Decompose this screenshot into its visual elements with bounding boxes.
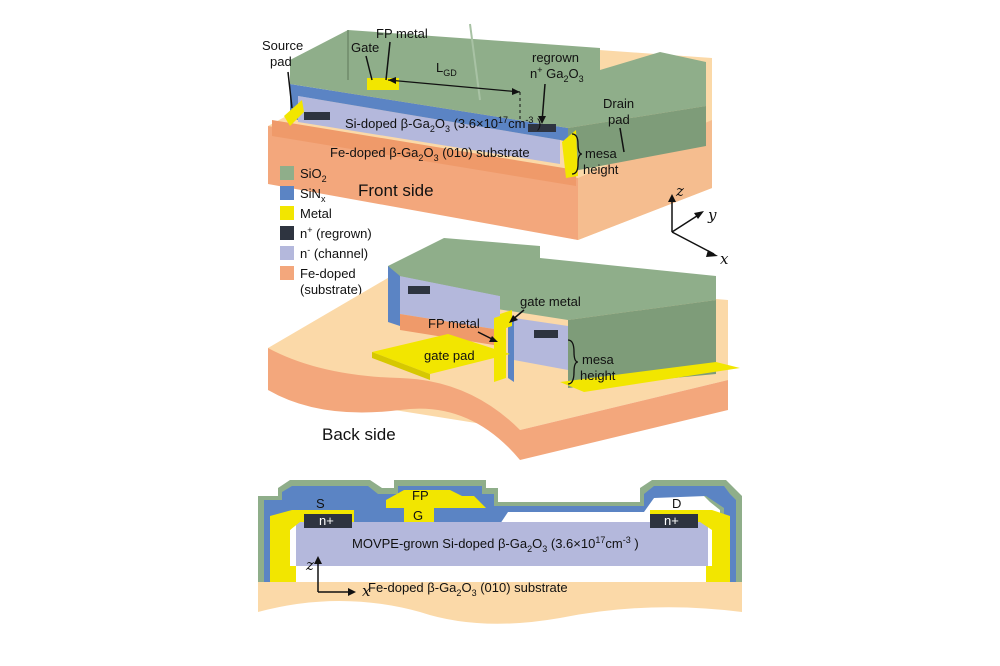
cross-substrate-label: Fe-doped β-Ga2O3 (010) substrate [368,580,568,598]
back-side-title: Back side [322,425,396,444]
back-nplus-right [534,330,558,338]
cross-fp-label: FP [412,488,429,503]
axes-3d: z y x [668,182,729,268]
back-gate-pad-edge [372,352,430,380]
front-sio2-top [290,30,706,128]
front-sinx-face [290,84,568,142]
drain-pad-label-2: pad [608,112,630,127]
cross-drain-metal [650,510,730,582]
source-pad-label-1: Source [262,38,303,53]
regrown-label-2: n+ Ga2O3 [530,65,584,84]
legend-label-nplus: n+ (regrown) [300,225,372,241]
back-mesa-label-1: mesa [582,352,615,367]
back-fp-metal [500,310,512,330]
back-gate-metal [494,314,506,382]
back-sinx-right [508,314,514,382]
legend-swatch-sinx [280,186,294,200]
cross-axis-x: x [362,582,371,600]
cross-nplus-right-label: n+ [664,513,679,528]
back-sio2-right [568,300,716,388]
legend-label-channel: n- (channel) [300,245,368,261]
cross-substrate [258,582,742,624]
legend-label-sinx: SiNx [300,186,326,204]
cross-nplus-left [304,514,352,528]
back-nplus-left [408,286,430,294]
lgd-label: LGD [436,60,457,78]
legend: SiO2 SiNx Metal n+ (regrown) n- (channel… [280,166,372,297]
back-gate-pad [372,334,510,374]
legend-swatch-channel [280,246,294,260]
legend-swatch-nplus [280,226,294,240]
legend-label-substrate-2: (substrate) [300,282,362,297]
front-substrate-face [272,120,576,186]
back-drain-metal [560,362,740,392]
source-pad-label-2: pad [270,54,292,69]
back-sio2-left-top [392,266,500,296]
cross-d-label: D [672,496,681,511]
front-channel-face [298,96,560,164]
cross-sinx [264,486,736,582]
front-sio2-right [568,106,706,172]
axis-z-label: z [675,182,684,200]
cross-g-label: G [413,508,423,523]
front-side-view: Source pad Gate FP metal LGD regrown n+ … [262,23,712,240]
cross-s-label: S [316,496,325,511]
cross-axis-z: z [305,556,314,574]
cross-channel [296,522,708,566]
front-source-pad [284,100,304,126]
drain-pad-label-1: Drain [603,96,634,111]
gate-metal-label: gate metal [520,294,581,309]
back-substrate-left [400,314,500,346]
front-fp-metal-label: FP metal [376,26,428,41]
gate-label: Gate [351,40,379,55]
front-channel-label: Si-doped β-Ga2O3 (3.6×1017cm-3 ) [345,115,541,134]
gate-pad-label: gate pad [424,348,475,363]
cross-nplus-right [650,514,698,528]
cross-source-metal [270,510,354,582]
front-nplus-right [528,124,556,132]
front-mesa-label-2: height [583,162,619,177]
legend-swatch-metal [280,206,294,220]
legend-label-metal: Metal [300,206,332,221]
back-substrate-front [268,348,728,460]
front-substrate-front [268,126,578,240]
cross-section: S n+ FP G D n+ MOVPE-grown Si-doped β-Ga… [258,480,742,624]
cross-channel-label: MOVPE-grown Si-doped β-Ga2O3 (3.6×1017cm… [352,535,639,554]
back-sinx-left [388,266,400,326]
legend-swatch-sio2 [280,166,294,180]
back-mesa-label-2: height [580,368,616,383]
front-side-title: Front side [358,181,434,200]
front-substrate-label: Fe-doped β-Ga2O3 (010) substrate [330,145,530,163]
back-fp-metal-label: FP metal [428,316,480,331]
cross-gate-metal [404,508,434,522]
front-drain-pad [562,130,578,178]
cross-fp-metal [386,490,486,508]
front-nplus-left [304,112,330,120]
regrown-label-1: regrown [532,50,579,65]
axis-x-label: x [720,250,729,268]
legend-swatch-substrate [280,266,294,280]
legend-label-sio2: SiO2 [300,166,327,184]
cross-nplus-left-label: n+ [319,513,334,528]
front-mesa-label-1: mesa [585,146,618,161]
axis-y-label: y [707,206,717,224]
legend-label-substrate-1: Fe-doped [300,266,356,281]
back-side-view: gate metal FP metal gate pad mesa height… [268,238,740,460]
